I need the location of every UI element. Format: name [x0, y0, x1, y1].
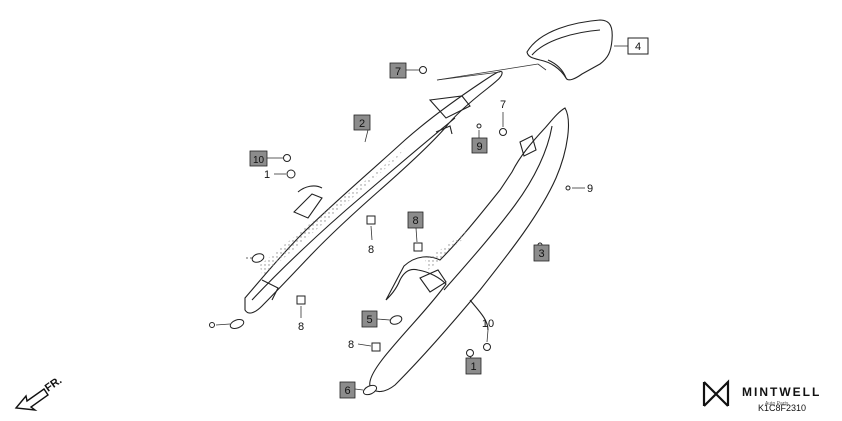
svg-text:7: 7 — [500, 99, 506, 111]
svg-text:8: 8 — [412, 215, 418, 227]
svg-text:9: 9 — [476, 141, 482, 153]
fasteners — [209, 66, 571, 396]
svg-text:8: 8 — [368, 244, 374, 256]
callout-8-box: 8 — [407, 211, 424, 229]
grommet-icon — [251, 253, 265, 263]
right-side-cover — [369, 107, 569, 393]
callout-3: 3 — [533, 244, 550, 262]
svg-text:3: 3 — [538, 248, 544, 260]
svg-text:K1C8F2310: K1C8F2310 — [758, 403, 806, 413]
svg-text:10: 10 — [482, 318, 494, 330]
svg-text:4: 4 — [635, 41, 641, 53]
callout-1-box: 1 — [465, 357, 482, 375]
clip-nut-icon — [371, 342, 381, 352]
tail-cover-cap — [526, 19, 613, 81]
svg-text:2: 2 — [359, 118, 365, 130]
leader-lines — [215, 45, 628, 391]
callout-5: 5 — [361, 310, 378, 328]
washer-icon — [286, 169, 296, 179]
bolt-icon — [499, 128, 507, 136]
callout-9: 9 — [587, 183, 593, 195]
svg-text:9: 9 — [587, 183, 593, 195]
svg-text:MINTWELL: MINTWELL — [742, 385, 821, 399]
rivet-icon — [209, 322, 215, 328]
svg-text:8: 8 — [348, 339, 354, 351]
clip-nut-icon — [296, 295, 306, 305]
bolt-icon — [483, 343, 491, 351]
clip-nut-icon — [366, 215, 376, 225]
washer-icon — [466, 349, 474, 357]
left-rail-hatch — [260, 148, 405, 276]
callout-7-box: 7 — [389, 62, 407, 79]
callout-9-box: 9 — [471, 137, 488, 154]
svg-text:6: 6 — [344, 385, 350, 397]
clip-nut-icon — [413, 242, 423, 252]
screw-icon — [476, 123, 482, 129]
right-cover-hatch — [425, 228, 470, 270]
mintwell-logo-icon — [703, 379, 730, 407]
svg-text:5: 5 — [366, 314, 372, 326]
callout-4: 4 — [627, 37, 649, 55]
left-side-rail — [244, 70, 503, 314]
callout-10: 10 — [482, 318, 494, 330]
callout-6: 6 — [339, 381, 356, 399]
svg-text:7: 7 — [395, 66, 401, 78]
callout-8-lower-left: 8 — [298, 321, 304, 333]
svg-text:8: 8 — [298, 321, 304, 333]
callout-1: 1 — [264, 169, 270, 181]
screw-icon — [565, 185, 571, 191]
grommet-icon — [362, 384, 378, 396]
grommet-icon — [229, 319, 245, 329]
callout-2: 2 — [353, 114, 371, 131]
callout-8-lower: 8 — [348, 339, 354, 351]
grommet-icon — [389, 315, 403, 325]
bolt-icon — [419, 66, 427, 74]
brand-logo: MINTWELL Auto Parts K1C8F2310 — [702, 379, 821, 413]
callout-7: 7 — [500, 99, 506, 111]
svg-text:1: 1 — [470, 361, 476, 373]
callout-10-box: 10 — [249, 150, 268, 167]
svg-text:1: 1 — [264, 169, 270, 181]
front-direction-arrow: FR. — [14, 374, 64, 411]
svg-text:10: 10 — [253, 155, 265, 166]
svg-text:Auto Parts: Auto Parts — [765, 401, 789, 407]
bolt-icon — [283, 154, 291, 162]
callout-8-upper: 8 — [368, 244, 374, 256]
